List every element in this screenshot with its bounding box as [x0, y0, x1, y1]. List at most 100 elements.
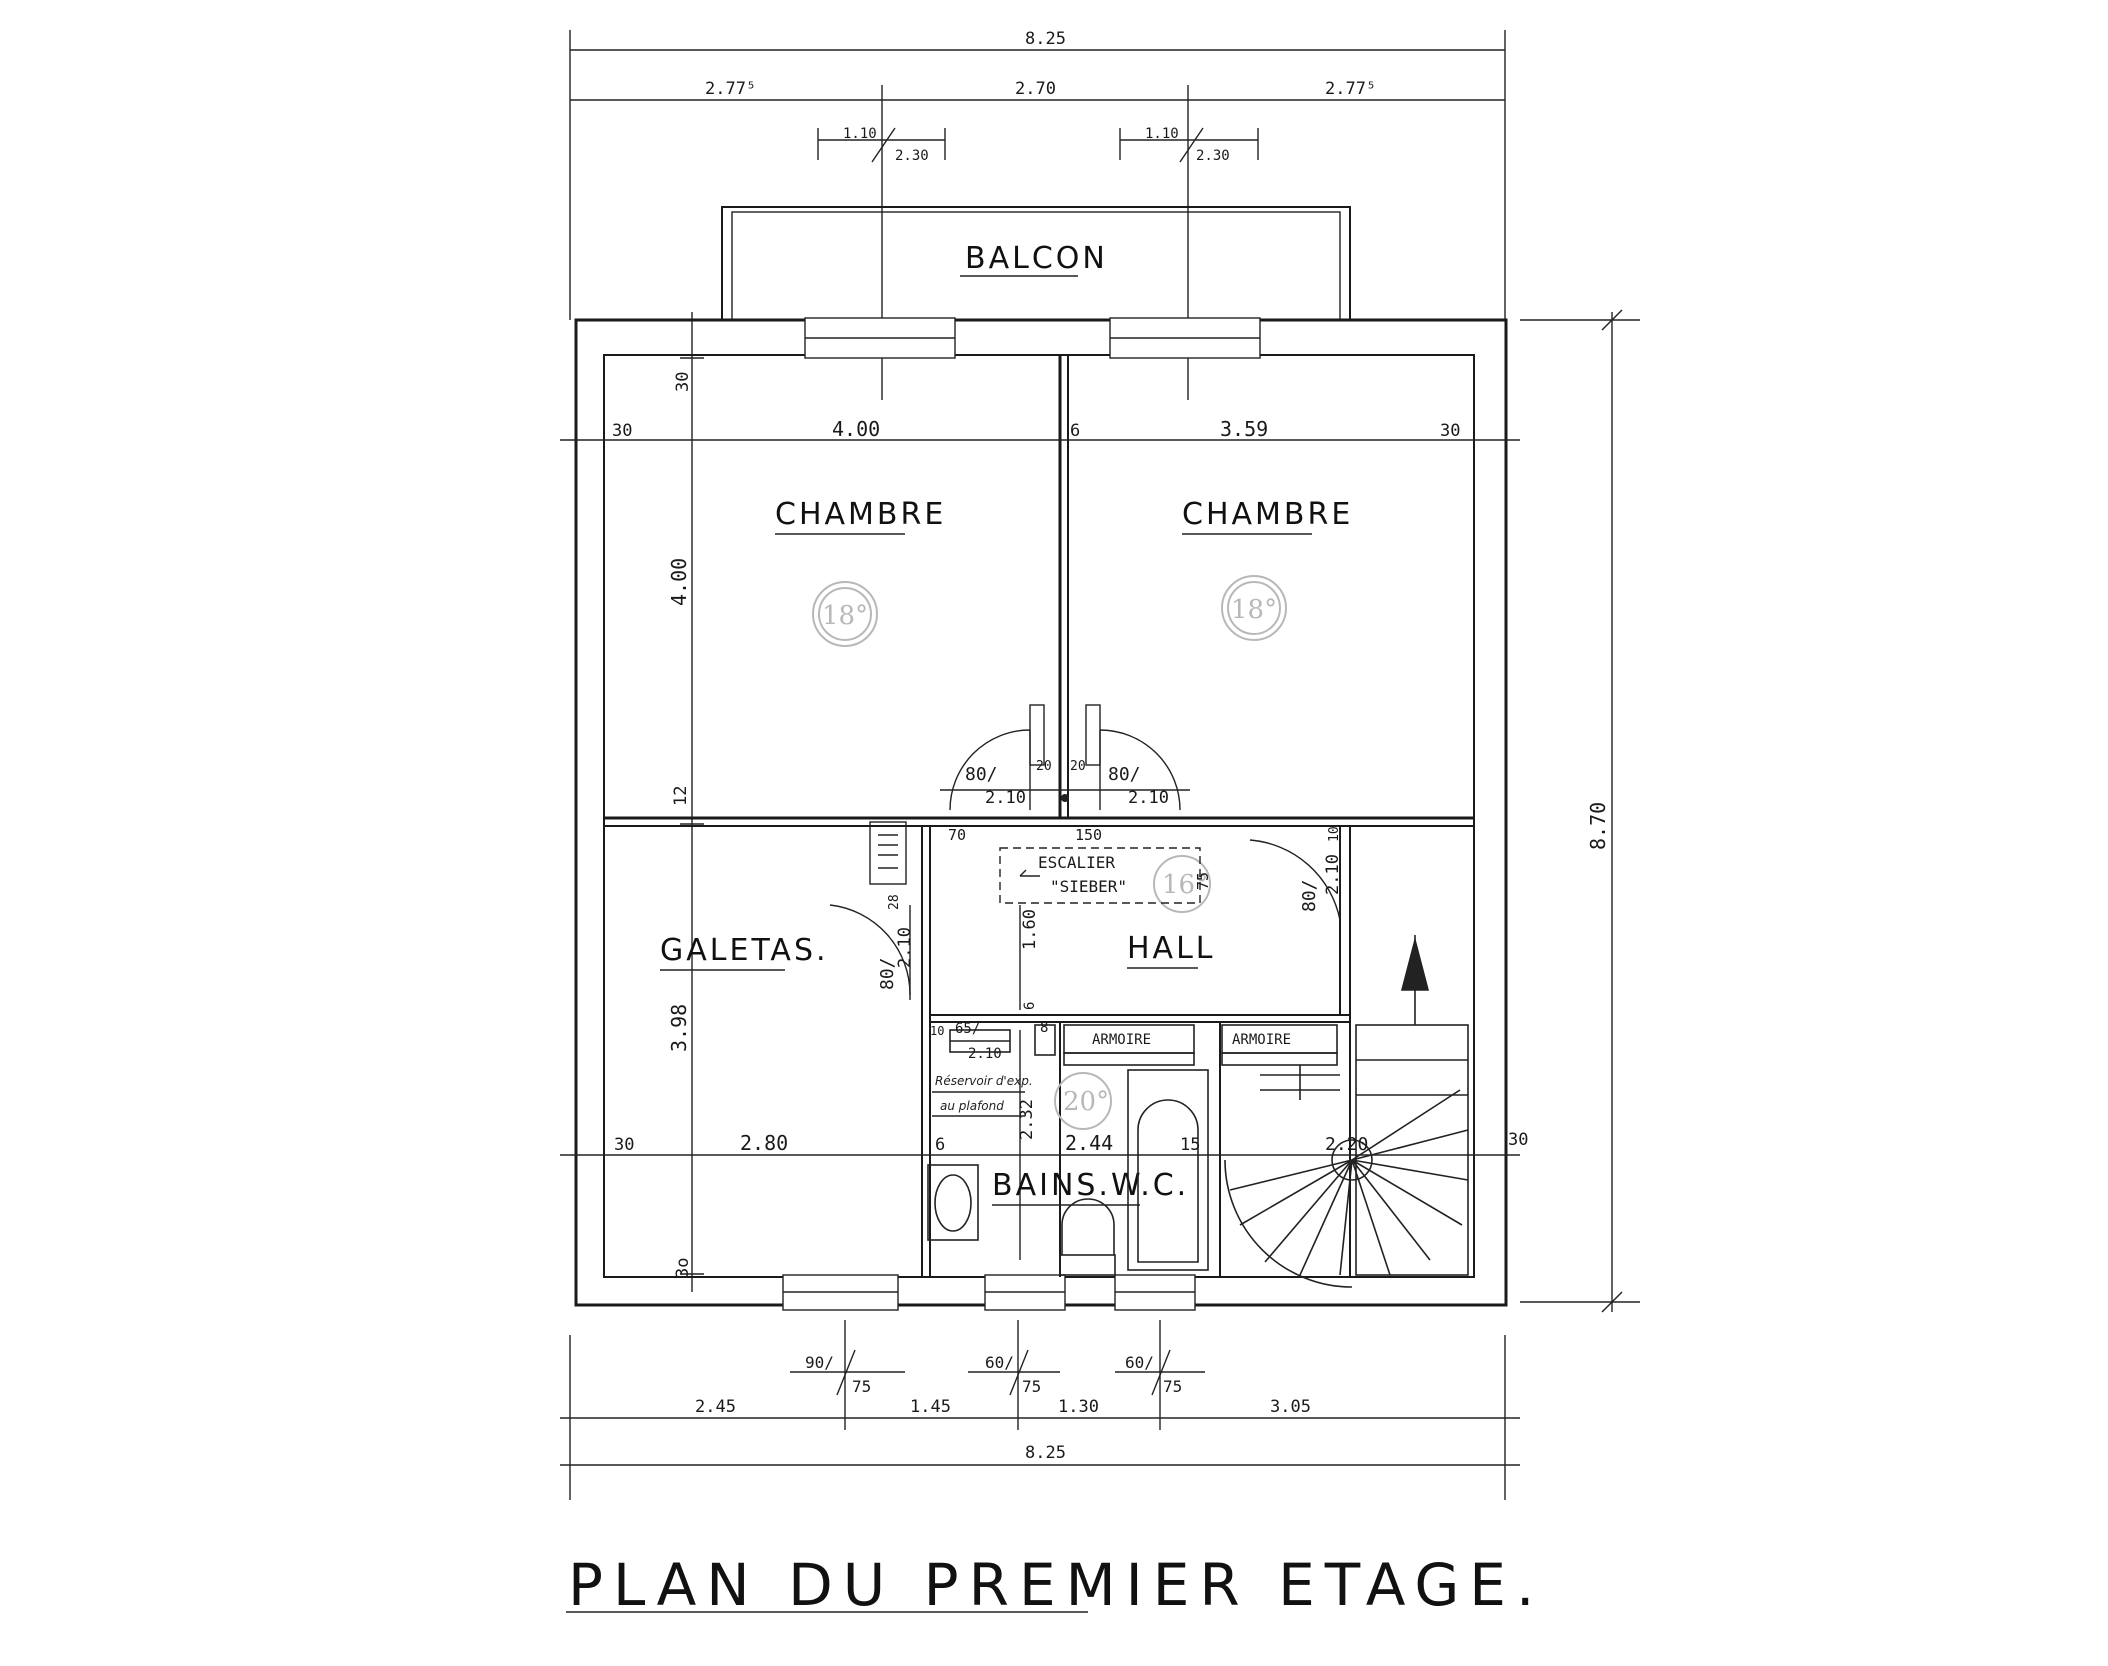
armoire-right: [1221, 1024, 1338, 1066]
dim-right-height: 8.70: [1586, 802, 1610, 850]
room-chambre-right: CHAMBRE: [1182, 497, 1353, 532]
dim-door-right-h: 2.10: [1128, 788, 1169, 808]
door-galetas: [829, 821, 911, 1000]
top-windows: [804, 317, 1261, 359]
dim-bot-30-right: 30: [1508, 1130, 1528, 1150]
bottom-windows: [782, 1274, 1196, 1311]
dim-hall-75: 75: [1194, 872, 1212, 890]
dim-bath-15: 15: [1180, 1135, 1200, 1155]
temp-stamp-chambre-left: 18°: [812, 581, 878, 647]
exterior-walls: [574, 318, 1508, 1307]
dim-bot-seg4: 3.05: [1270, 1397, 1311, 1417]
room-bains: BAINS.W.C.: [992, 1168, 1189, 1203]
dim-chambre-depth: 4.00: [667, 558, 691, 606]
sink: [927, 1164, 979, 1241]
interior-dimension-lines: [560, 439, 1520, 1260]
dim-door-left-20: 20: [1036, 759, 1052, 774]
dim-win-b3-w: 60/: [1125, 1353, 1154, 1372]
dim-window-right-h: 2.30: [1196, 148, 1230, 164]
escalier-line2: "SIEBER": [1050, 877, 1127, 896]
right-dimension-lines: [1520, 309, 1640, 1313]
dim-chambre-left-w: 4.00: [832, 417, 880, 441]
dim-galetas-w: 2.80: [740, 1131, 788, 1155]
escalier-line1: ESCALIER: [1038, 853, 1115, 872]
bathtub: [1127, 1069, 1209, 1271]
room-hall: HALL: [1127, 931, 1216, 966]
dim-bath-10: 10: [930, 1024, 944, 1038]
dim-hall-door: 80/: [1299, 879, 1320, 912]
dim-bath-6v: 6: [1022, 1002, 1038, 1010]
dim-hall-150: 150: [1075, 826, 1102, 844]
dim-galetas-door-h: 2.10: [895, 927, 915, 968]
dim-left-30-bottom: 3o: [673, 1258, 693, 1278]
dim-door-right-20: 20: [1070, 759, 1086, 774]
dim-hall-70: 70: [948, 826, 966, 844]
room-galetas: GALETAS.: [660, 933, 829, 968]
stair-opening: [999, 847, 1201, 904]
dim-hall-door-10: 10: [1327, 826, 1342, 842]
temp-bains: 20°: [1063, 1087, 1109, 1117]
dim-bot-seg2: 1.45: [910, 1397, 951, 1417]
dim-bath-6: 6: [935, 1135, 945, 1155]
temp-stamp-bains: 20°: [1054, 1072, 1112, 1130]
dim-window-right-w: 1.10: [1145, 126, 1179, 142]
dim-left-30-top: 30: [673, 372, 693, 392]
dim-top-right: 2.77⁵: [1325, 79, 1376, 99]
armoire-2-label: ARMOIRE: [1232, 1032, 1291, 1048]
dim-bot-seg3: 1.30: [1058, 1397, 1099, 1417]
spiral-staircase: [1224, 935, 1469, 1288]
dim-win-b2-h: 75: [1022, 1377, 1041, 1396]
bottom-dimension-lines: [560, 1320, 1520, 1500]
boiler: [949, 1024, 1056, 1056]
dim-win-b1-h: 75: [852, 1377, 871, 1396]
armoire-left: [1063, 1024, 1195, 1066]
dim-galetas-depth: 3.98: [667, 1004, 691, 1052]
temp-chambre-left: 18°: [822, 601, 868, 631]
dim-door-left: 80/: [965, 764, 998, 785]
dim-door-left-h: 2.10: [985, 788, 1026, 808]
dim-galetas-door-28: 28: [887, 894, 902, 910]
door-chambre-right: [1085, 704, 1181, 811]
dim-bot-seg1: 2.45: [695, 1397, 736, 1417]
dim-window-left-w: 1.10: [843, 126, 877, 142]
dim-galetas-door: 80/: [877, 957, 898, 990]
toilet: [1059, 1198, 1116, 1276]
armoire-1-label: ARMOIRE: [1092, 1032, 1151, 1048]
top-dimension-lines: [569, 30, 1506, 400]
dim-hall-door-h: 2.10: [1323, 854, 1343, 895]
dim-window-left-h: 2.30: [895, 148, 929, 164]
temp-stamp-chambre-right: 18°: [1221, 575, 1287, 641]
dim-bot-30-left: 30: [614, 1135, 634, 1155]
dim-partition-6: 6: [1070, 421, 1080, 441]
room-balcon: BALCON: [965, 241, 1108, 276]
dim-hall-160: 1.60: [1020, 909, 1040, 950]
note-reservoir-1: Réservoir d'exp.: [935, 1074, 1033, 1088]
dim-chambre-right-w: 3.59: [1220, 417, 1268, 441]
room-chambre-left: CHAMBRE: [775, 497, 946, 532]
dim-top-mid: 2.70: [1015, 79, 1056, 99]
dim-stair-w: 2.20: [1325, 1134, 1368, 1155]
left-dimension-lines: [680, 312, 704, 1292]
dim-win-b2-w: 60/: [985, 1353, 1014, 1372]
dim-bath-w: 2.44: [1065, 1131, 1113, 1155]
dim-bath-8: 8: [1040, 1020, 1048, 1036]
note-reservoir-2: au plafond: [940, 1099, 1004, 1113]
dim-floor-12: 12: [671, 786, 691, 806]
dim-bath-door: 65/: [955, 1021, 980, 1037]
dim-bath-door-h: 2.10: [968, 1046, 1002, 1062]
dim-bottom-total: 8.25: [1025, 1443, 1066, 1463]
dim-bath-232: 2.32: [1017, 1099, 1037, 1140]
interior-walls: [604, 355, 1474, 1277]
temp-chambre-right: 18°: [1231, 595, 1277, 625]
dim-win-b1-w: 90/: [805, 1353, 834, 1372]
door-chambre-left: [949, 704, 1045, 811]
dim-wall-30-left: 30: [612, 421, 632, 441]
dim-wall-30-right: 30: [1440, 421, 1460, 441]
dim-door-right: 80/: [1108, 764, 1141, 785]
dim-top-left: 2.77⁵: [705, 79, 756, 99]
dim-win-b3-h: 75: [1163, 1377, 1182, 1396]
dim-top-total: 8.25: [1025, 29, 1066, 49]
plan-title: PLAN DU PREMIER ETAGE.: [568, 1551, 1544, 1619]
door-hall: [1249, 830, 1341, 921]
